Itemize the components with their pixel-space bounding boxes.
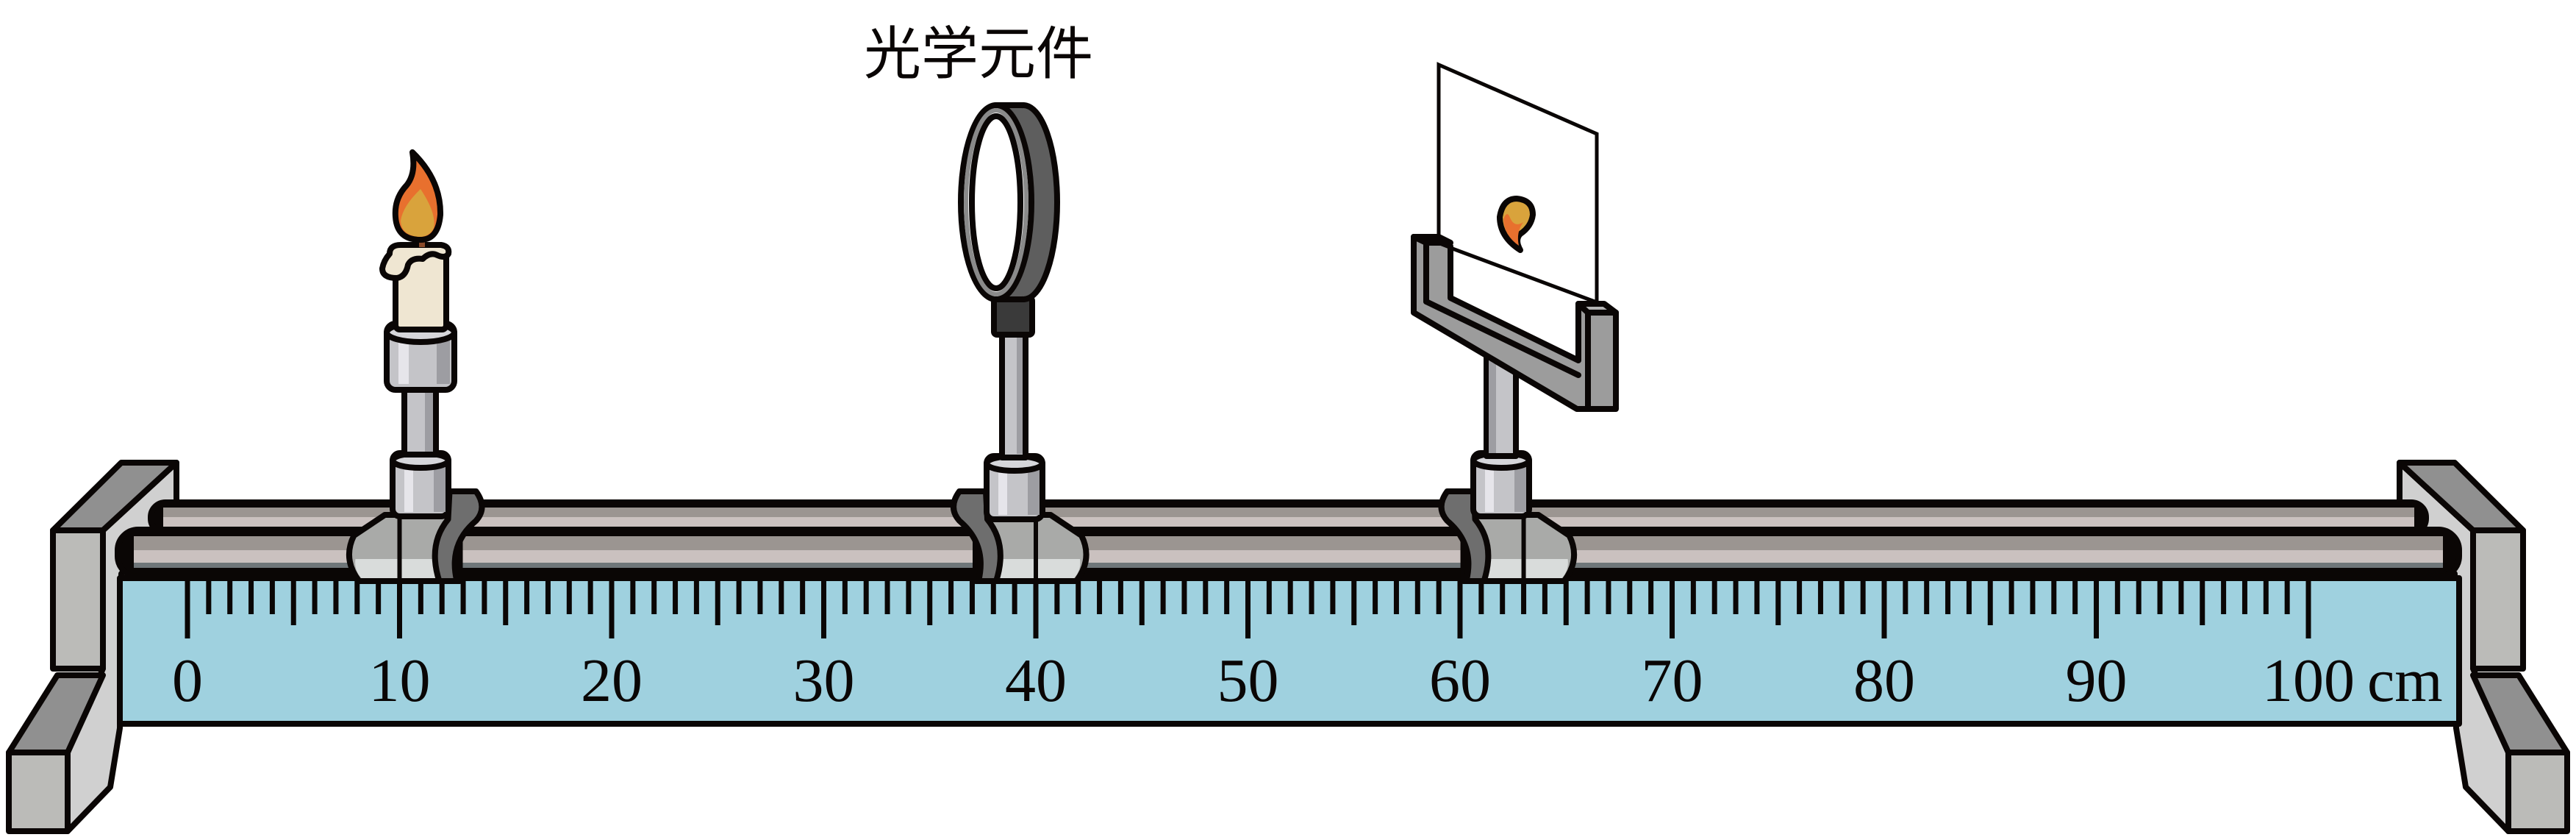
ruler-unit-label: cm [2367,647,2443,715]
ruler-label: 90 [2066,647,2128,715]
ruler-label: 50 [1217,647,1279,715]
ruler-ticks [185,581,2311,638]
screen-paper [1437,62,1599,305]
light-screen-holder[interactable] [1411,62,1619,583]
candle-lower-collar [393,453,448,516]
convex-lens-holder[interactable] [954,102,1087,583]
ruler-label: 40 [1005,647,1067,715]
ruler: 0 10 20 30 40 50 60 70 80 90 100 cm [117,575,2462,727]
flame-image-icon [1497,196,1536,253]
ruler-label: 70 [1642,647,1703,715]
candle-cup [384,320,457,393]
candle-icon [379,234,452,332]
ruler-label: 0 [172,647,203,715]
lens-collar [987,456,1042,519]
flame-icon [392,149,444,243]
candle-holder[interactable] [349,149,482,583]
ruler-label: 80 [1853,647,1915,715]
optical-element-label: 光学元件 [864,21,1093,88]
ruler-label: 100 [2262,647,2355,715]
ruler-label: 60 [1429,647,1491,715]
ruler-label: 30 [793,647,855,715]
ruler-labels: 0 10 20 30 40 50 60 70 80 90 100 [172,647,2355,715]
back-rail [148,499,2429,536]
ruler-label: 20 [581,647,643,715]
front-rail [115,527,2462,580]
ruler-label: 10 [369,647,431,715]
screen-bracket [1411,234,1619,412]
screen-collar [1473,453,1529,516]
lens-icon [958,102,1060,302]
